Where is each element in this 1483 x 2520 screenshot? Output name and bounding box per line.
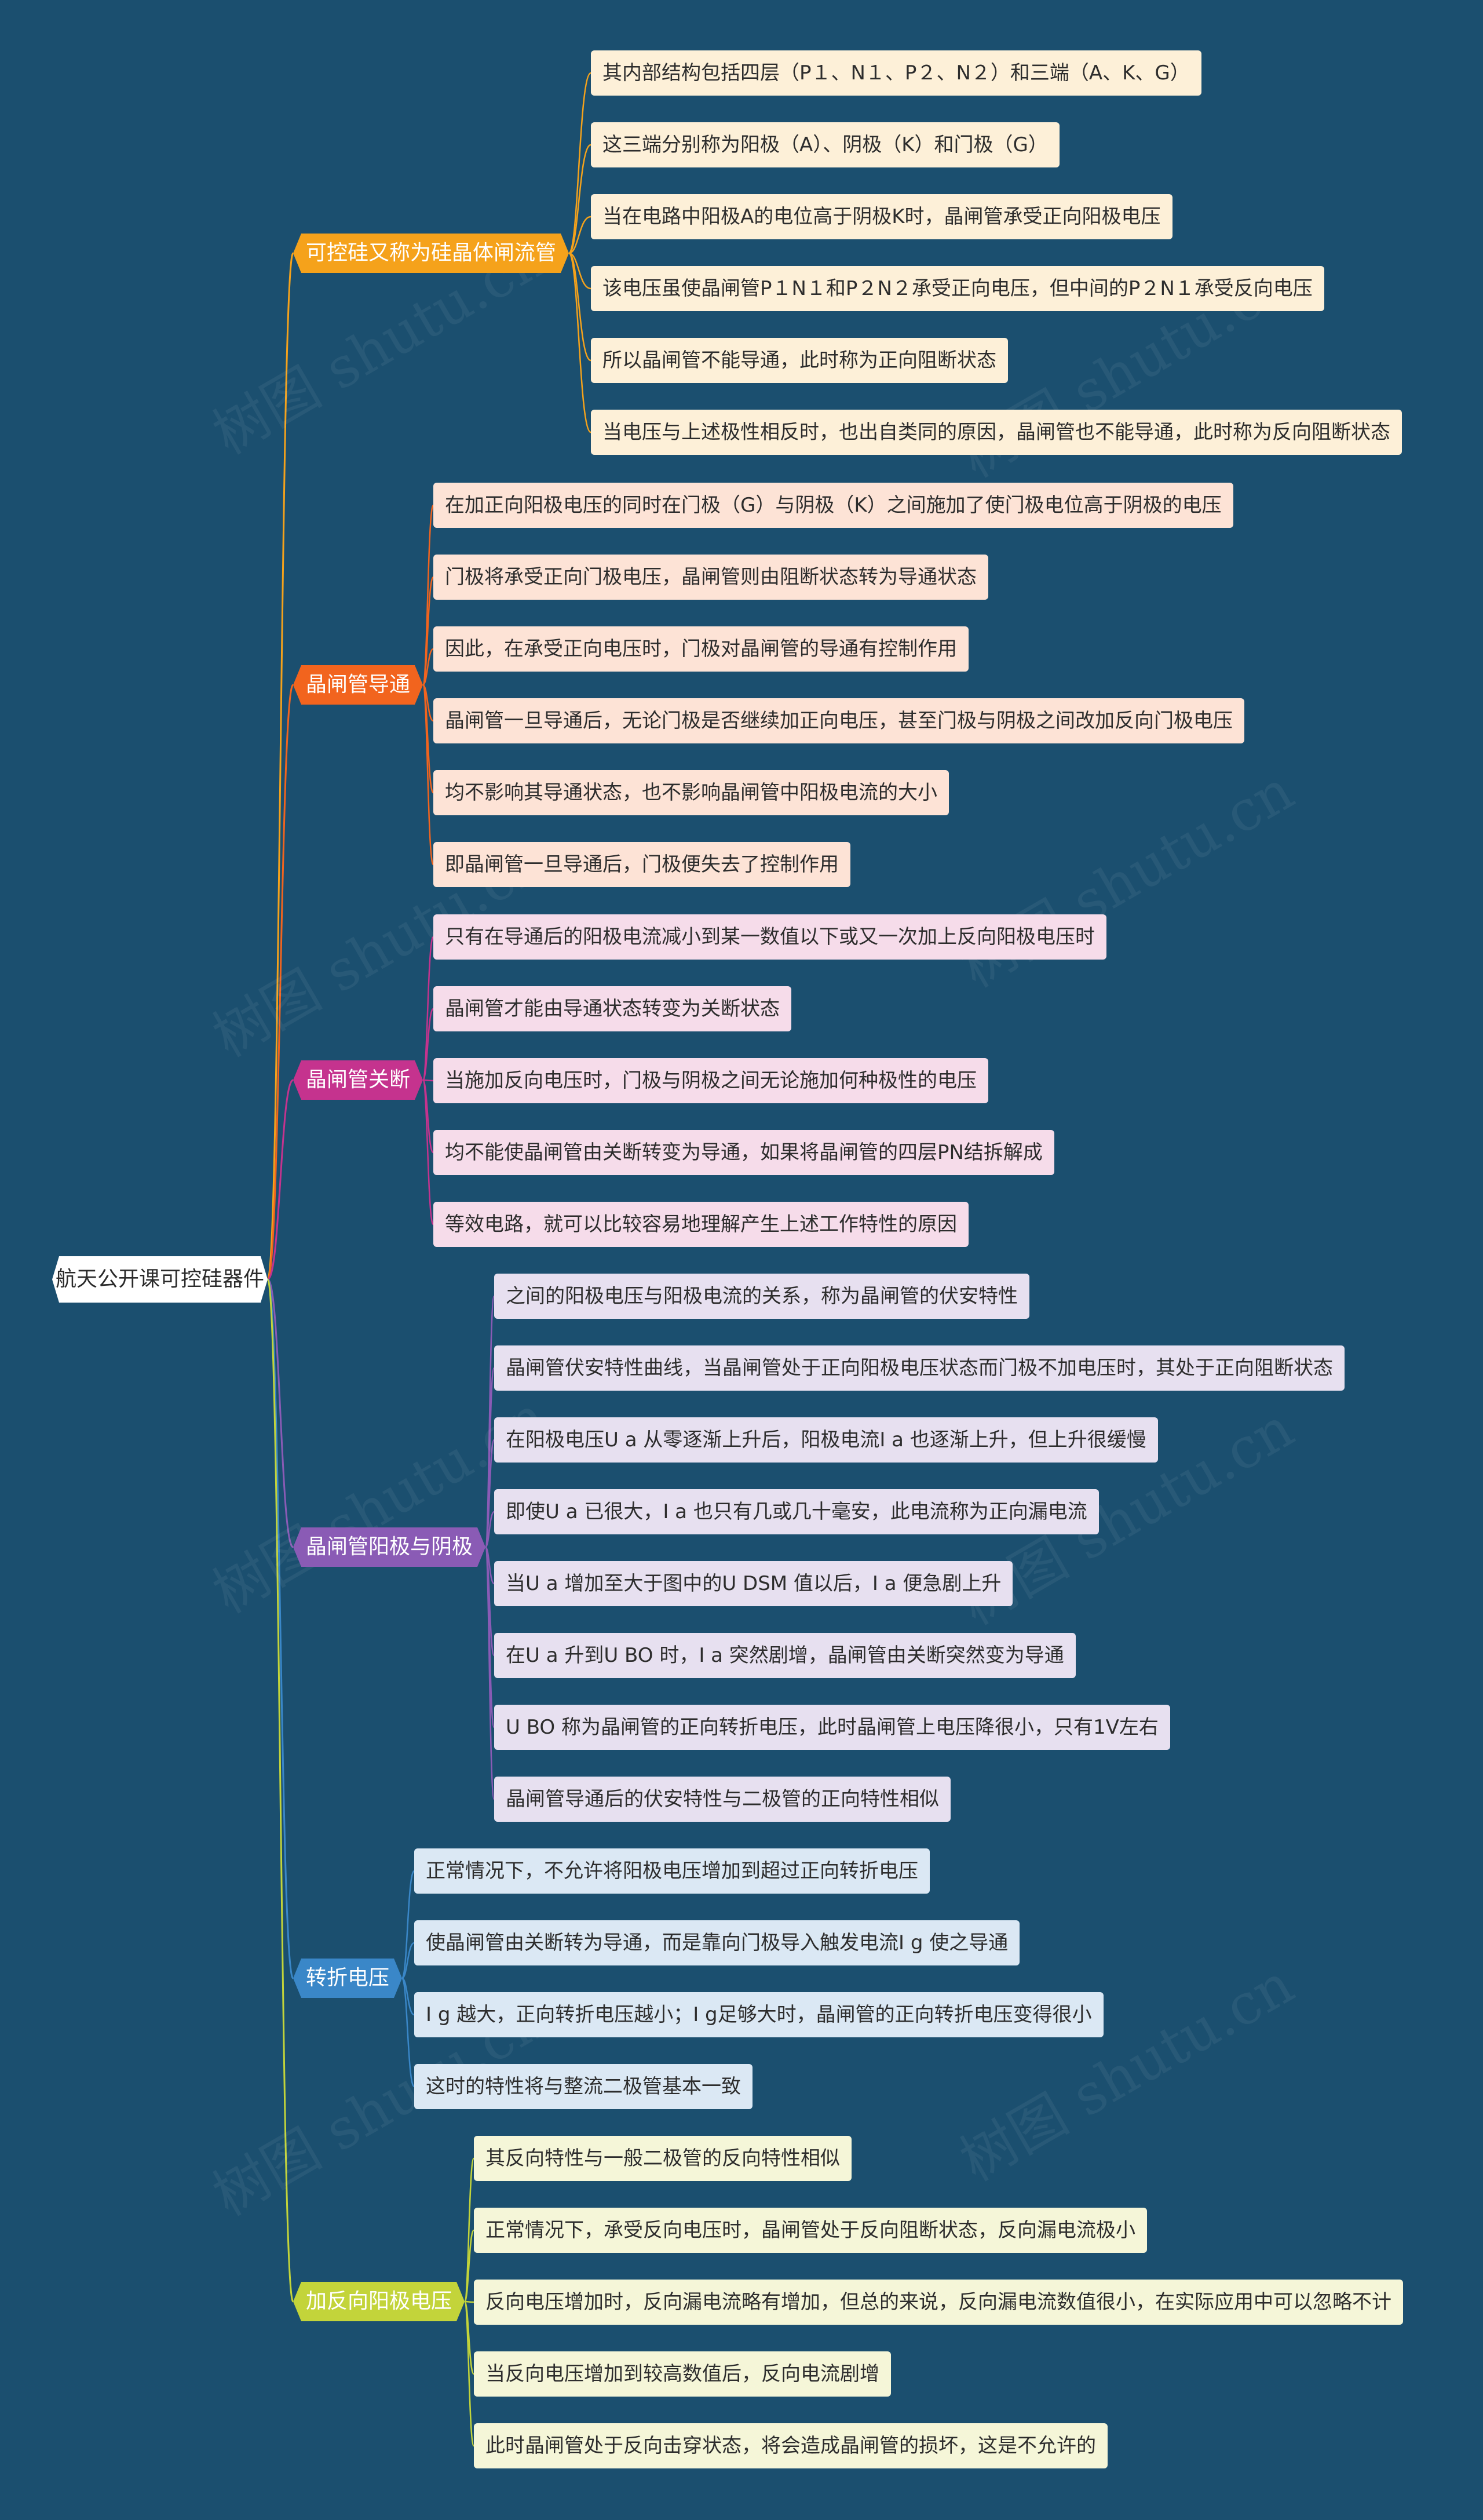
- connector-line: [568, 252, 591, 290]
- connector-line: [422, 648, 434, 686]
- branch-node[interactable]: 转折电压: [293, 1959, 402, 1998]
- connector-line: [422, 1008, 434, 1081]
- branch-node[interactable]: 晶闸管关断: [293, 1060, 423, 1100]
- connector-line: [422, 504, 434, 686]
- connector-line: [484, 1439, 495, 1548]
- leaf-node[interactable]: 晶闸管伏安特性曲线，当晶闸管处于正向阳极电压状态而门极不加电压时，其处于正向阻断…: [494, 1345, 1345, 1391]
- connector-line: [266, 684, 294, 1281]
- connector-line: [266, 252, 294, 1281]
- connector-line: [422, 576, 434, 686]
- leaf-node[interactable]: 使晶闸管由关断转为导通，而是靠向门极导入触发电流I g 使之导通: [414, 1920, 1020, 1965]
- leaf-node[interactable]: 所以晶闸管不能导通，此时称为正向阻断状态: [591, 338, 1008, 383]
- connector-line: [401, 1870, 415, 1979]
- leaf-node[interactable]: 晶闸管才能由导通状态转变为关断状态: [433, 986, 791, 1031]
- leaf-node[interactable]: 之间的阳极电压与阳极电流的关系，称为晶闸管的伏安特性: [494, 1274, 1029, 1319]
- leaf-node[interactable]: 门极将承受正向门极电压，晶闸管则由阻断状态转为导通状态: [433, 555, 988, 600]
- connector-line: [266, 1278, 294, 1979]
- leaf-node[interactable]: 当施加反向电压时，门极与阴极之间无论施加何种极性的电压: [433, 1058, 988, 1103]
- connector-line: [568, 252, 591, 362]
- connector-line: [463, 2300, 475, 2447]
- leaf-node[interactable]: 正常情况下，不允许将阳极电压增加到超过正向转折电压: [414, 1848, 930, 1894]
- leaf-node[interactable]: 正常情况下，承受反向电压时，晶闸管处于反向阻断状态，反向漏电流极小: [474, 2208, 1147, 2253]
- connector-line: [463, 2157, 475, 2303]
- leaf-node[interactable]: 其反向特性与一般二极管的反向特性相似: [474, 2136, 852, 2181]
- leaf-node[interactable]: 此时晶闸管处于反向击穿状态，将会造成晶闸管的损坏，这是不允许的: [474, 2423, 1108, 2468]
- root-node[interactable]: 航天公开课可控硅器件: [52, 1256, 268, 1303]
- leaf-node[interactable]: 这时的特性将与整流二极管基本一致: [414, 2064, 753, 2109]
- branch-node[interactable]: 晶闸管阳极与阴极: [293, 1527, 485, 1567]
- leaf-node[interactable]: 即晶闸管一旦导通后，门极便失去了控制作用: [433, 842, 850, 887]
- leaf-node[interactable]: 当电压与上述极性相反时，也出自类同的原因，晶闸管也不能导通，此时称为反向阻断状态: [591, 410, 1402, 455]
- connector-line: [568, 252, 592, 433]
- branch-node[interactable]: 可控硅又称为硅晶体闸流管: [293, 234, 569, 273]
- connector-line: [422, 936, 434, 1081]
- leaf-node[interactable]: 均不能使晶闸管由关断转变为导通，如果将晶闸管的四层PN结拆解成: [433, 1130, 1054, 1175]
- connector-line: [568, 72, 592, 254]
- leaf-node[interactable]: 等效电路，就可以比较容易地理解产生上述工作特性的原因: [433, 1202, 969, 1247]
- leaf-node[interactable]: 在阳极电压U a 从零逐渐上升后，阳极电流I a 也逐渐上升，但上升很缓慢: [494, 1417, 1158, 1463]
- connector-line: [401, 1942, 415, 1979]
- leaf-node[interactable]: 当反向电压增加到较高数值后，反向电流剧增: [474, 2351, 891, 2397]
- leaf-node[interactable]: 均不影响其导通状态，也不影响晶闸管中阳极电流的大小: [433, 770, 949, 815]
- connector-line: [422, 684, 434, 866]
- branch-node[interactable]: 加反向阳极电压: [293, 2282, 465, 2321]
- connector-line: [266, 1079, 294, 1281]
- leaf-node[interactable]: 在U a 升到U BO 时，I a 突然剧增，晶闸管由关断突然变为导通: [494, 1633, 1076, 1678]
- leaf-node[interactable]: 因此，在承受正向电压时，门极对晶闸管的导通有控制作用: [433, 626, 969, 672]
- connector-line: [422, 1079, 434, 1226]
- leaf-node[interactable]: U BO 称为晶闸管的正向转折电压，此时晶闸管上电压降很小，只有1V左右: [494, 1705, 1170, 1750]
- leaf-node[interactable]: 当在电路中阳极A的电位高于阴极K时，晶闸管承受正向阳极电压: [591, 194, 1172, 239]
- leaf-node[interactable]: 只有在导通后的阳极电流减小到某一数值以下或又一次加上反向阳极电压时: [433, 914, 1106, 960]
- leaf-node[interactable]: 晶闸管一旦导通后，无论门极是否继续加正向电压，甚至门极与阴极之间改加反向门极电压: [433, 698, 1244, 743]
- leaf-node[interactable]: 晶闸管导通后的伏安特性与二极管的正向特性相似: [494, 1777, 951, 1822]
- leaf-node[interactable]: 这三端分别称为阳极（A）、阴极（K）和门极（G）: [591, 122, 1060, 167]
- branch-node[interactable]: 晶闸管导通: [293, 665, 423, 705]
- leaf-node[interactable]: 即使U a 已很大，I a 也只有几或几十毫安，此电流称为正向漏电流: [494, 1489, 1099, 1534]
- leaf-node[interactable]: 反向电压增加时，反向漏电流略有增加，但总的来说，反向漏电流数值很小，在实际应用中…: [474, 2280, 1403, 2325]
- connector-line: [266, 1278, 294, 1548]
- leaf-node[interactable]: 其内部结构包括四层（P１、N１、P２、N２）和三端（A、K、G）: [591, 50, 1201, 96]
- leaf-node[interactable]: I g 越大，正向转折电压越小；I g足够大时，晶闸管的正向转折电压变得很小: [414, 1992, 1104, 2037]
- leaf-node[interactable]: 当U a 增加至大于图中的U DSM 值以后，I a 便急剧上升: [494, 1561, 1013, 1606]
- connector-line: [423, 1079, 434, 1082]
- leaf-node[interactable]: 在加正向阳极电压的同时在门极（G）与阴极（K）之间施加了使门极电位高于阴极的电压: [433, 483, 1233, 528]
- connector-line: [266, 1278, 294, 2303]
- connector-line: [401, 1977, 415, 2016]
- leaf-node[interactable]: 该电压虽使晶闸管P１N１和P２N２承受正向电压，但中间的P２N１承受反向电压: [591, 266, 1324, 311]
- connector-line: [484, 1511, 495, 1548]
- connector-line: [463, 2229, 475, 2303]
- connector-line: [568, 144, 591, 254]
- connector-line: [484, 1546, 495, 1800]
- connector-line: [401, 1977, 415, 2088]
- connector-line: [568, 216, 591, 254]
